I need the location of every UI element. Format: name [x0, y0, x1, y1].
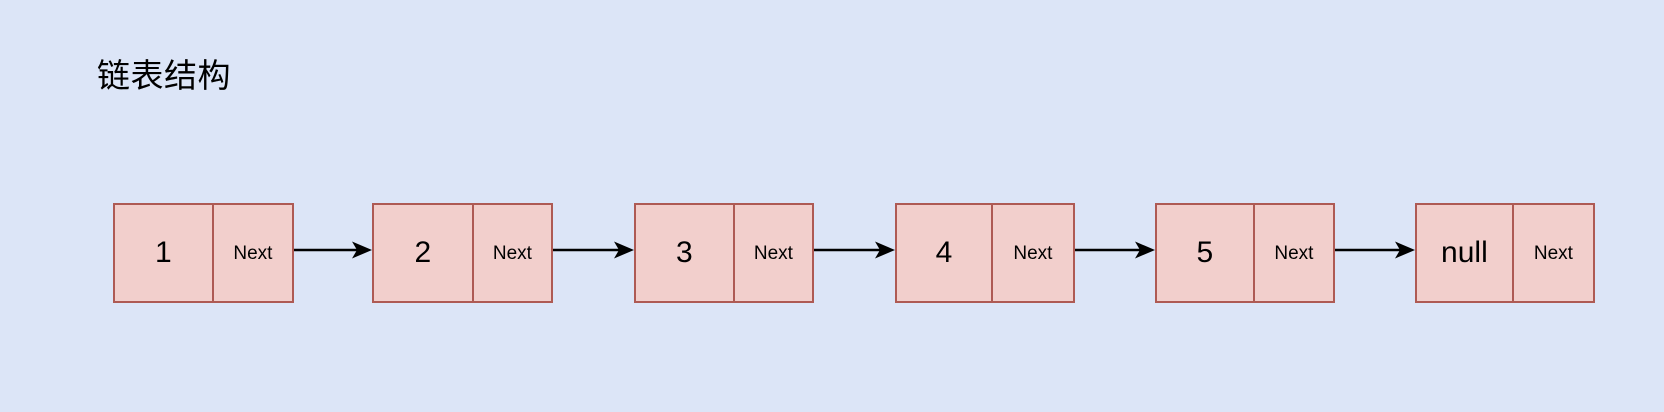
list-node-next-pointer: Next [1013, 242, 1053, 264]
list-node-value: 5 [1157, 205, 1255, 301]
list-node-next-pointer: Next [233, 242, 273, 264]
next-pointer-arrow-icon [1075, 203, 1155, 303]
list-node: 3 Next [634, 203, 814, 303]
list-node-value: 4 [897, 205, 993, 301]
list-node-value: null [1417, 205, 1514, 301]
list-node-value: 1 [115, 205, 214, 301]
next-pointer-arrow-icon [1335, 203, 1415, 303]
list-node-next-pointer: Next [1274, 242, 1314, 264]
list-node-value: 2 [374, 205, 474, 301]
list-node: 5 Next [1155, 203, 1335, 303]
list-node: 1 Next [113, 203, 294, 303]
next-pointer-arrow-icon [294, 203, 372, 303]
list-node: null Next [1415, 203, 1595, 303]
next-pointer-arrow-icon [553, 203, 634, 303]
list-node-next-pointer: Next [1533, 242, 1573, 264]
list-node-value: 3 [636, 205, 735, 301]
page-title: 链表结构 [97, 57, 231, 94]
next-pointer-arrow-icon [814, 203, 895, 303]
list-node: 2 Next [372, 203, 553, 303]
list-node: 4 Next [895, 203, 1075, 303]
list-node-next-pointer: Next [492, 242, 532, 264]
list-node-next-pointer: Next [753, 242, 793, 264]
